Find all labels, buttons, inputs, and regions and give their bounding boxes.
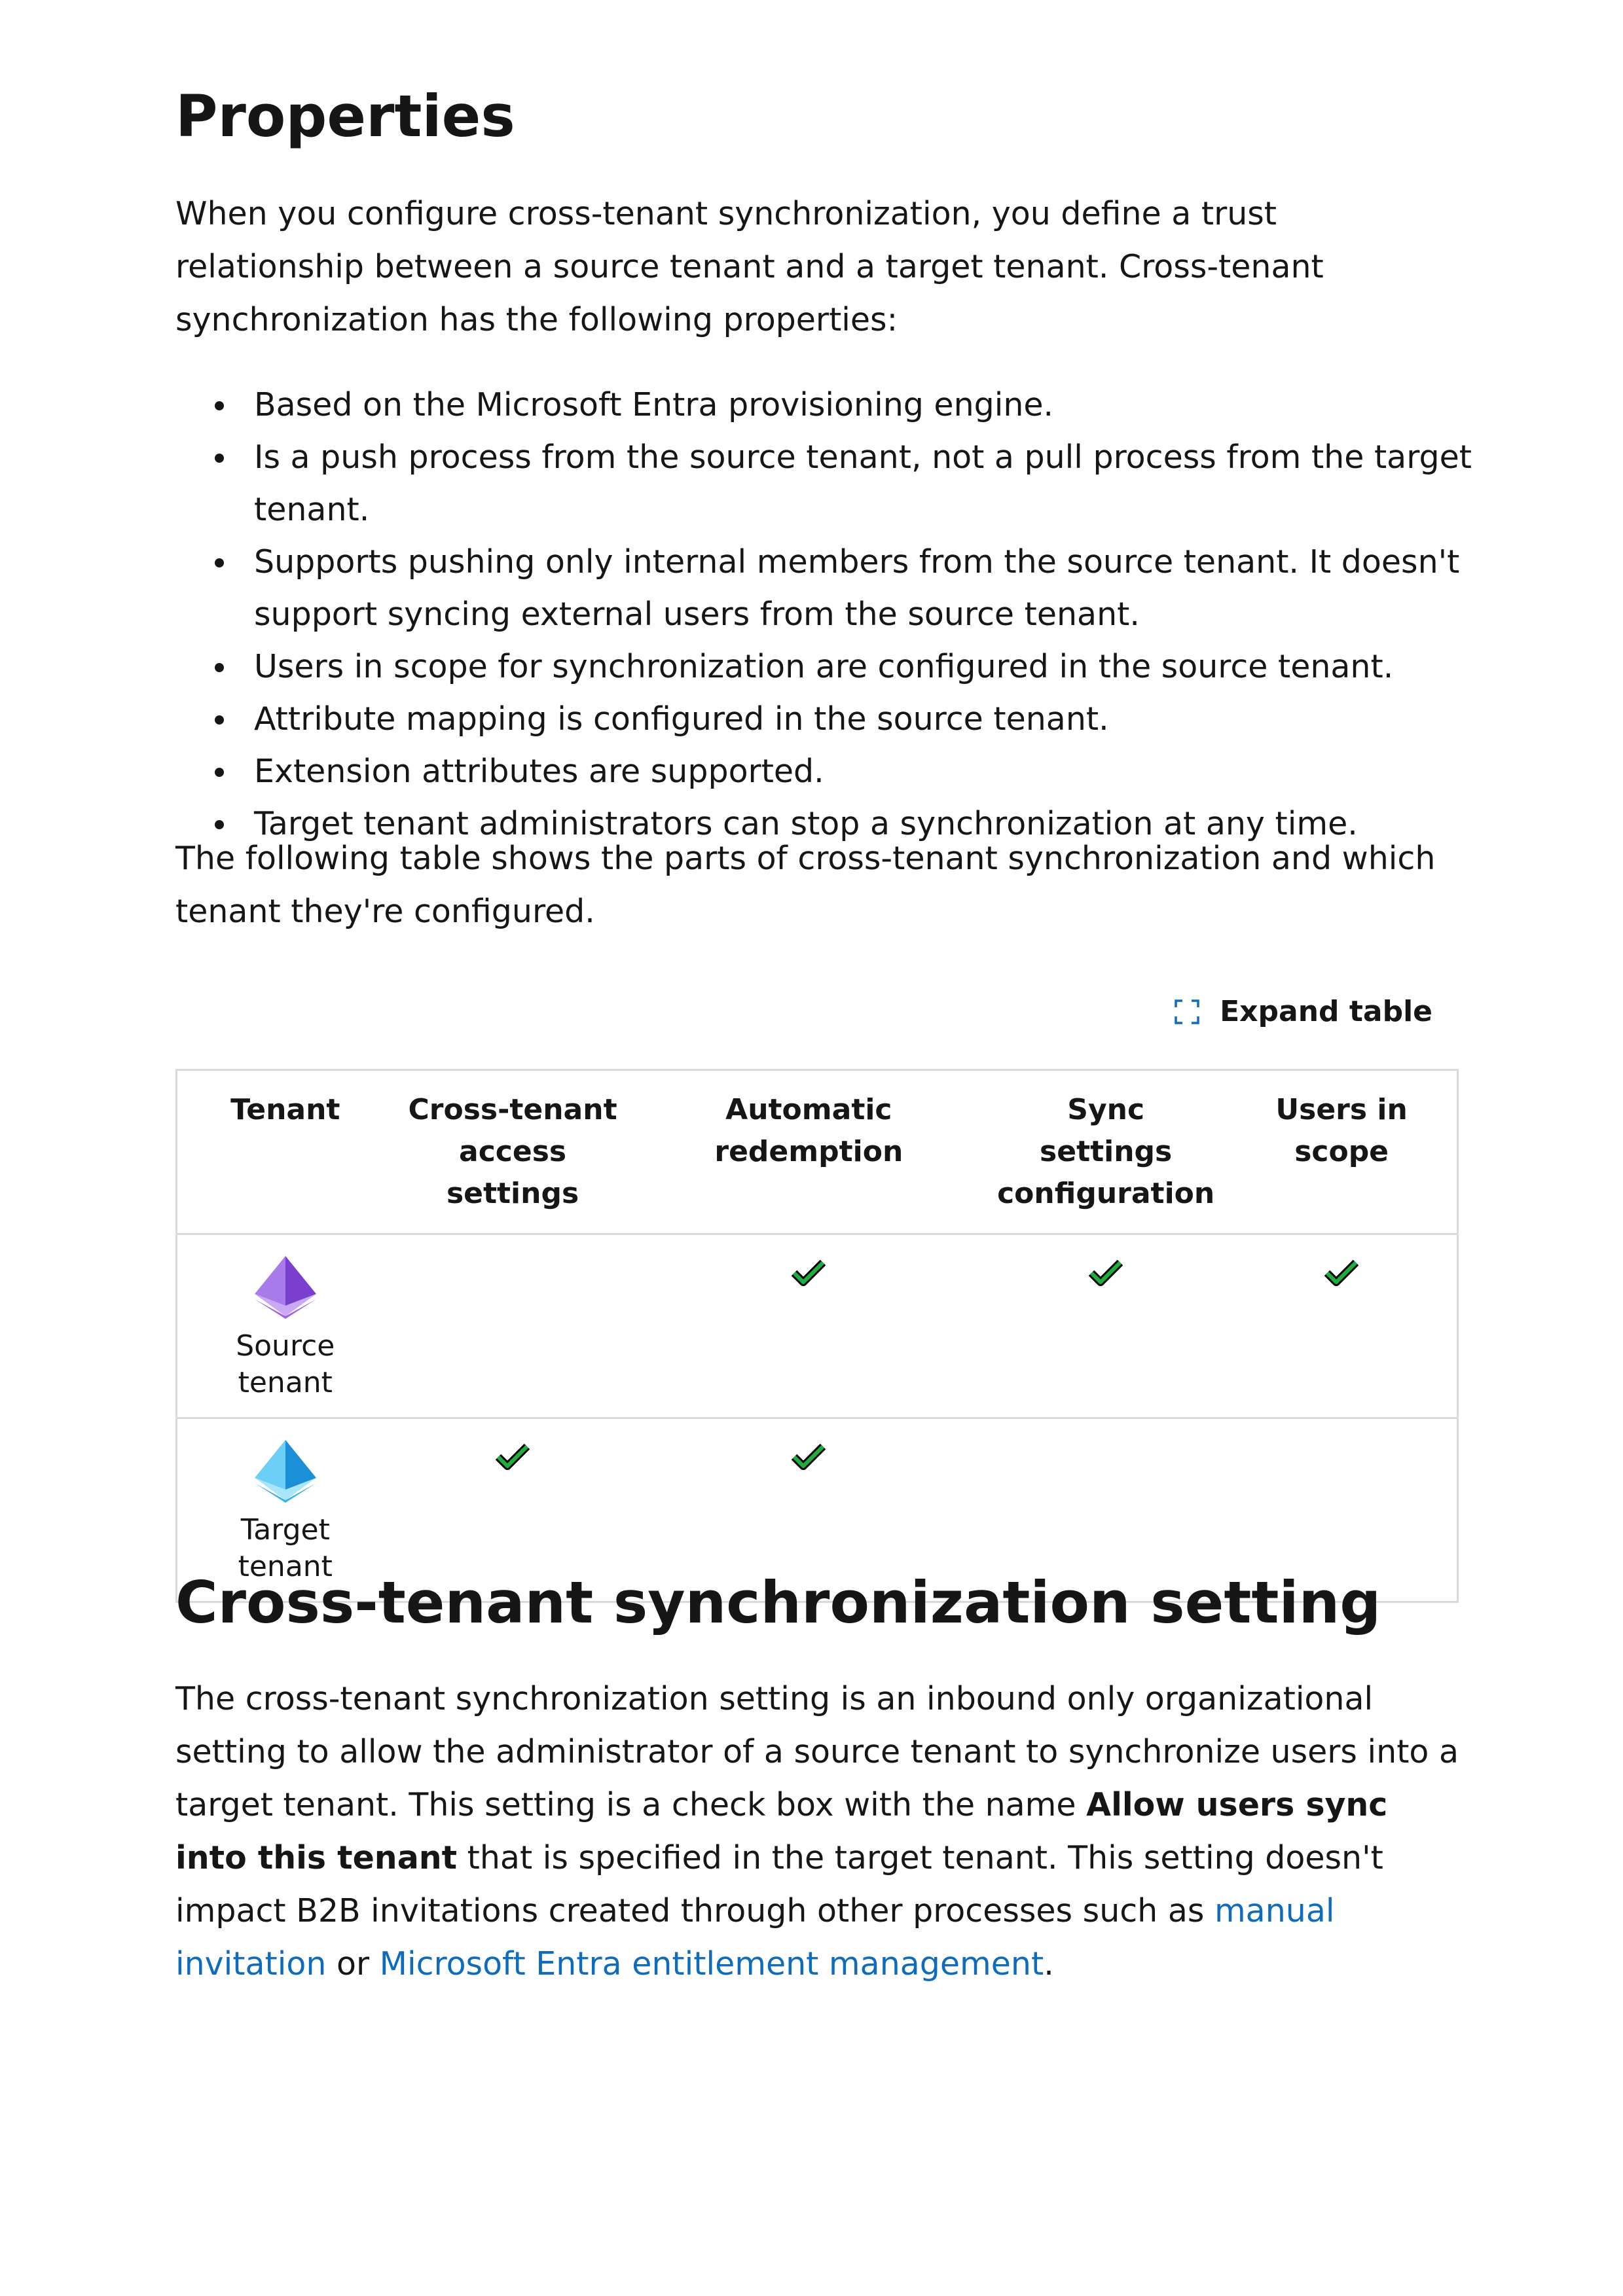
check-cell: [985, 1417, 1227, 1602]
properties-list: Based on the Microsoft Entra provisionin…: [175, 379, 1550, 850]
check-cell: [985, 1233, 1227, 1418]
table-row: Target tenant: [176, 1417, 1458, 1602]
list-item: Attribute mapping is configured in the s…: [215, 693, 1550, 745]
check-cell: [393, 1233, 632, 1418]
tenant-name: Target tenant: [238, 1513, 333, 1583]
expand-table-label: Expand table: [1220, 995, 1432, 1028]
paragraph-text: that is specified in the target tenant. …: [175, 1839, 1383, 1929]
tenant-table: Tenant Cross-tenant access settings Auto…: [175, 1069, 1459, 1603]
list-item: Extension attributes are supported.: [215, 745, 1550, 798]
paragraph-text: The cross-tenant synchronization setting…: [175, 1680, 1459, 1823]
list-item: Based on the Microsoft Entra provisionin…: [215, 379, 1550, 431]
checkmark-icon: [496, 1444, 530, 1470]
paragraph-text: .: [1044, 1945, 1054, 1982]
checkmark-icon: [792, 1260, 826, 1286]
cross-tenant-sync-paragraph: The cross-tenant synchronization setting…: [175, 1672, 1459, 1990]
expand-icon: [1175, 999, 1199, 1024]
check-cell: [632, 1233, 986, 1418]
checkmark-icon: [1324, 1260, 1359, 1286]
table-intro: The following table shows the parts of c…: [175, 840, 1436, 930]
list-item: Is a push process from the source tenant…: [215, 431, 1550, 536]
table-body: Source tenant: [176, 1233, 1458, 1602]
header-tenant: Tenant: [230, 1093, 340, 1126]
check-cell: [632, 1417, 986, 1602]
checkmark-icon: [792, 1444, 826, 1470]
properties-intro: When you configure cross-tenant synchron…: [175, 195, 1324, 338]
header-automatic-redemption: Automatic redemption: [714, 1093, 903, 1168]
table-header-row: Tenant Cross-tenant access settings Auto…: [177, 1070, 1458, 1234]
checkmark-icon: [1089, 1260, 1123, 1286]
source-tenant-pyramid-icon: [254, 1256, 316, 1319]
paragraph-text: or: [326, 1945, 380, 1982]
entitlement-management-link[interactable]: Microsoft Entra entitlement management: [379, 1945, 1044, 1982]
header-cross-tenant-access-settings: Cross-tenant access settings: [408, 1093, 617, 1210]
list-item: Users in scope for synchronization are c…: [215, 641, 1550, 693]
table-row: Source tenant: [176, 1233, 1458, 1418]
tenant-cell: Target tenant: [176, 1417, 393, 1602]
manual-invitation-link[interactable]: manual invitation: [175, 1892, 1335, 1982]
cross-tenant-sync-heading: Cross-tenant synchronization setting: [175, 1569, 1381, 1636]
header-sync-settings-configuration: Sync settings configuration: [997, 1093, 1215, 1210]
check-cell: [1226, 1417, 1458, 1602]
target-tenant-pyramid-icon: [254, 1440, 316, 1503]
header-users-in-scope: Users in scope: [1275, 1093, 1408, 1168]
list-item: Target tenant administrators can stop a …: [215, 798, 1550, 850]
tenant-cell: Source tenant: [176, 1233, 393, 1418]
check-cell: [1226, 1233, 1458, 1418]
properties-heading: Properties: [175, 82, 515, 150]
setting-name-bold: Allow users sync into this tenant: [175, 1786, 1388, 1876]
expand-table-button[interactable]: Expand table: [1174, 995, 1432, 1028]
check-cell: [393, 1417, 632, 1602]
list-item: Supports pushing only internal members f…: [215, 536, 1550, 641]
tenant-name: Source tenant: [236, 1329, 335, 1399]
